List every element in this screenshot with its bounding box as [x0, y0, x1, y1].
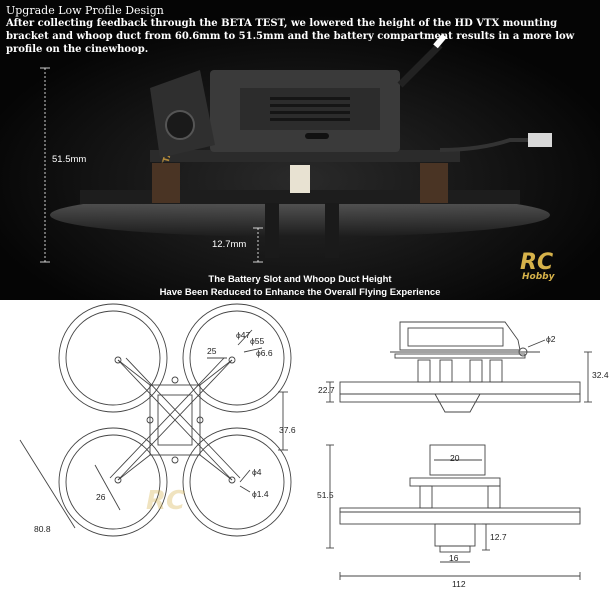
dim-phi4: ϕ4 — [252, 467, 262, 477]
top-view — [19, 303, 292, 537]
side-view-bottom — [326, 444, 581, 580]
dim-127: 12.7 — [490, 532, 507, 542]
dim-26: 26 — [96, 492, 106, 502]
dim-515: 51.5 — [317, 490, 334, 500]
dim-20: 20 — [450, 453, 460, 463]
dim-25: 25 — [207, 346, 217, 356]
dim-16: 16 — [449, 553, 459, 563]
watermark-logo-drawing: RC — [146, 486, 186, 516]
header-title: Upgrade Low Profile Design — [6, 4, 164, 17]
height-label: 51.5mm — [52, 154, 87, 165]
caption-line-1: The Battery Slot and Whoop Duct Height — [208, 274, 392, 285]
dim-phi47: ϕ47 — [236, 330, 251, 340]
dim-808: 80.8 — [34, 524, 51, 534]
side-view-top — [326, 321, 592, 413]
dim-324: 32.4 — [592, 370, 609, 380]
drone-photo: BETAFPV — [0, 0, 600, 300]
technical-drawing: ϕ47 ϕ55 ϕ6.6 25 37.6 ϕ4 ϕ1.4 26 80.8 ϕ2 … — [0, 300, 609, 600]
watermark-logo: RC — [520, 250, 554, 275]
dim-phi66: ϕ6.6 — [256, 348, 273, 358]
dim-phi2: ϕ2 — [546, 334, 556, 344]
watermark-logo-sub: Hobby — [522, 272, 555, 282]
dim-112: 112 — [452, 579, 466, 589]
caption-line-2: Have Been Reduced to Enhance the Overall… — [159, 287, 441, 298]
header-description: After collecting feedback through the BE… — [6, 18, 575, 55]
drone-photo-illustration: BETAFPV — [0, 0, 600, 300]
dim-227: 22.7 — [318, 385, 335, 395]
dim-376: 37.6 — [279, 425, 296, 435]
dim-phi14: ϕ1.4 — [252, 489, 269, 499]
drawing-lines — [19, 303, 592, 580]
dim-phi55: ϕ55 — [250, 336, 265, 346]
duct-height-label: 12.7mm — [212, 239, 247, 250]
